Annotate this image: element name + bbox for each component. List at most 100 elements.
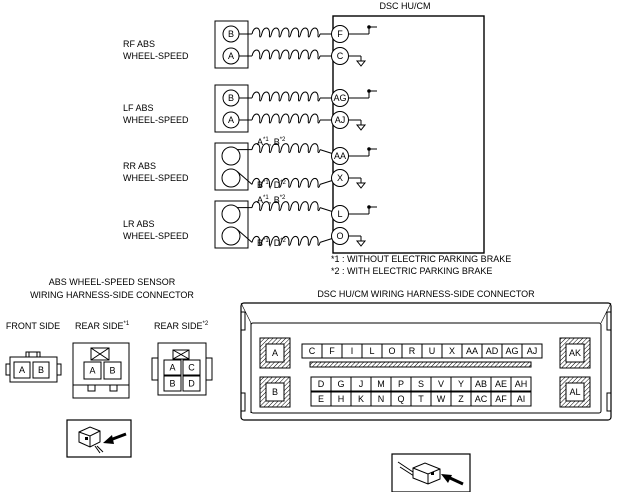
pin-cell-label: X (449, 346, 455, 356)
pin-cell-label: AA (466, 346, 478, 356)
sensor-connector-box (214, 20, 249, 69)
shield-terminal (349, 205, 377, 215)
module-pin-label: AJ (335, 115, 346, 125)
sensor-name-line1: LR ABS (123, 219, 155, 229)
pin-cell-label: Y (458, 379, 464, 389)
sensor-pin-label: A (228, 115, 234, 125)
module-pin-label: L (337, 209, 342, 219)
twisted-pair-wire (251, 201, 321, 212)
sensor-name-line2: WHEEL-SPEED (123, 115, 189, 125)
sensor-connector-title-1: ABS WHEEL-SPEED SENSOR (49, 277, 176, 287)
rear-side-2-label: REAR SIDE*2 (154, 321, 209, 331)
pin-cell-label: K (358, 394, 364, 404)
pin-cell-label: AB (475, 379, 487, 389)
module-pin-circle (331, 227, 349, 245)
rear2-pin-c: C (188, 363, 195, 373)
front-pin-b: B (38, 365, 44, 375)
pin-cell-label: C (309, 346, 316, 356)
pin-cell-label: M (377, 379, 385, 389)
pin-cell-label: AE (495, 379, 507, 389)
pin-cell-label: AC (475, 394, 488, 404)
sensor-pin-label: A (228, 51, 234, 61)
pin-cell-label: V (438, 379, 444, 389)
dsc-module-title: DSC HU/CM (380, 1, 431, 11)
module-connector-view-icon (391, 453, 471, 492)
pin-cell-label: S (418, 379, 424, 389)
twisted-pair-wire (251, 27, 321, 38)
module-pin-label: AG (333, 93, 346, 103)
rear2-pin-d: D (188, 379, 195, 389)
sensor-name-line2: WHEEL-SPEED (123, 231, 189, 241)
dsc-module-box (332, 15, 485, 254)
pin-cell-label: AH (515, 379, 528, 389)
rear1-pin-a: A (89, 366, 95, 376)
sensor-name-line1: RR ABS (123, 161, 156, 171)
rear-side-1-label: REAR SIDE*1 (75, 321, 130, 331)
sensor-connector-section: ABS WHEEL-SPEED SENSOR WIRING HARNESS-SI… (5, 277, 213, 458)
sensor-pin-label-top: A*1, B*2 (257, 195, 286, 205)
twisted-pair-wire (251, 91, 321, 102)
pin-cell-label: AD (486, 346, 499, 356)
module-pin-circle (331, 89, 349, 107)
sensor-pin-circle (221, 204, 241, 224)
pin-cell (510, 391, 532, 407)
pin-cell-label: J (359, 379, 364, 389)
pin-cell-label: AI (517, 394, 526, 404)
sensor-pin-circle (221, 146, 241, 166)
pin-cell (521, 343, 543, 359)
module-pin-b: B (272, 387, 278, 397)
module-pin-circle (331, 111, 349, 129)
ground-symbol (349, 235, 367, 247)
front-side-connector: A B (5, 351, 62, 383)
pin-cell-label: R (409, 346, 416, 356)
module-pin-label: AA (334, 151, 346, 161)
sensor-connector-box (214, 142, 249, 191)
sensor-name-line2: WHEEL-SPEED (123, 51, 189, 61)
pin-cell-label: Z (458, 394, 464, 404)
module-pin-a: A (272, 348, 278, 358)
pin-cell (510, 376, 532, 392)
ground-symbol (349, 177, 367, 189)
pin-cell-label: L (369, 346, 374, 356)
pin-cell-label: AG (505, 346, 518, 356)
rear-side-1-connector: A B (72, 342, 130, 399)
shield-terminal (349, 89, 377, 99)
pin-cell-label: F (329, 346, 335, 356)
pin-cell-label: H (338, 394, 345, 404)
module-pin-ak: AK (569, 348, 581, 358)
sensor-connector-view-icon (66, 419, 132, 458)
twisted-pair-wire (251, 113, 321, 124)
pin-cell-label: E (318, 394, 324, 404)
module-pin-circle (331, 147, 349, 165)
sensor-pin-circle (221, 226, 241, 246)
pin-cell-label: O (388, 346, 395, 356)
rear2-pin-a: A (169, 363, 175, 373)
pin-cell-label: G (337, 379, 344, 389)
rear2-pin-b: B (169, 379, 175, 389)
sensor-name-line2: WHEEL-SPEED (123, 173, 189, 183)
module-pin-label: C (337, 51, 344, 61)
module-pin-circle (331, 25, 349, 43)
shield-terminal (349, 147, 377, 157)
module-connector-title: DSC HU/CM WIRING HARNESS-SIDE CONNECTOR (317, 289, 535, 299)
pin-cell-label: D (318, 379, 325, 389)
sensor-pin-label-top: A*1, B*2 (257, 137, 286, 147)
pin-cell-label: T (418, 394, 424, 404)
pin-cell-label: W (437, 394, 446, 404)
sensor-connector-title-2: WIRING HARNESS-SIDE CONNECTOR (30, 290, 194, 300)
twisted-pair-wire (251, 235, 321, 246)
pin-cell-label: AJ (527, 346, 538, 356)
pin-cell-label: AF (495, 394, 507, 404)
ground-symbol (349, 55, 367, 67)
sensor-pin-circle (221, 168, 241, 188)
rear-side-2-connector: A C B D (151, 342, 213, 396)
